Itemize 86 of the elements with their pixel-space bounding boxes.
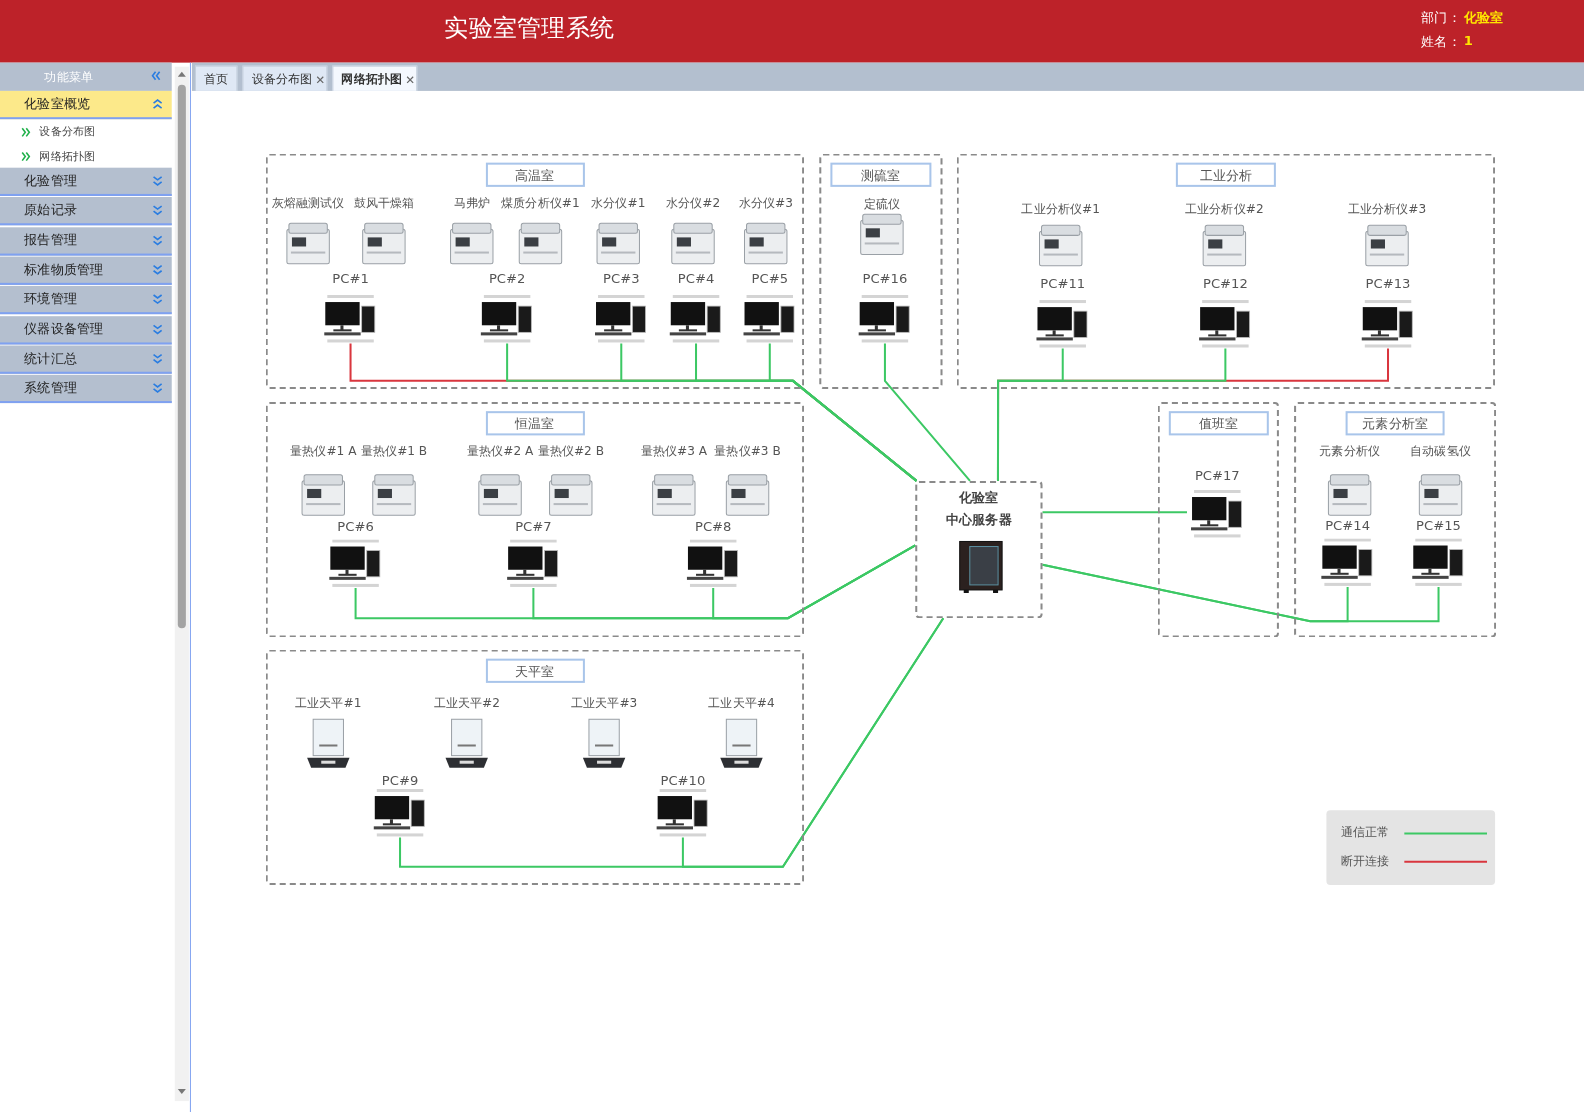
room-panel (265, 402, 805, 638)
device-label: 水分仪#3 (737, 195, 794, 212)
menu-item: 报告管理 (0, 226, 172, 256)
menu-item: 化验室概览 (0, 90, 172, 120)
app-title: 实验室管理系统 (444, 13, 615, 45)
connection-line (1042, 563, 1440, 623)
connection-line (996, 348, 1227, 481)
room-panel (265, 153, 805, 389)
device-label: 水分仪#2 (664, 195, 722, 212)
room-title: 高温室 (485, 162, 585, 187)
room-panel (1294, 402, 1497, 638)
connection-line (681, 617, 945, 868)
device-label: 工业分析仪#2 (1184, 201, 1265, 218)
device-label: PC#1 (331, 270, 370, 287)
room-panel (956, 153, 1496, 389)
device-label: 马弗炉 (452, 195, 491, 212)
room-title: 值班室 (1168, 411, 1269, 436)
sidebar-title: 功能菜单 (44, 68, 93, 86)
device-label: PC#5 (750, 270, 789, 287)
menu-item: 环境管理 (0, 286, 172, 315)
device-label: 量热仪#3 A (639, 442, 708, 459)
field-label: 姓名： (1421, 33, 1461, 52)
device-label: 鼓风干燥箱 (352, 195, 416, 212)
legend-label: 断开连接 (1340, 852, 1390, 870)
menu-item: 统计汇总 (0, 345, 172, 374)
device-label: PC#17 (1193, 467, 1241, 484)
device-label: 工业天平#3 (569, 695, 639, 712)
device-label: PC#12 (1201, 275, 1249, 292)
device-label: 工业天平#4 (707, 695, 776, 712)
device-label: 灰熔融测试仪 (271, 195, 345, 212)
menu-item: 系统管理 (0, 374, 172, 404)
device-label: PC#15 (1415, 518, 1462, 535)
menu-item: 化验管理 (0, 167, 172, 196)
connection-line (1042, 511, 1187, 514)
field-label: 部门： (1421, 9, 1461, 28)
device-label: 煤质分析仪#1 (500, 195, 581, 212)
device-label: 水分仪#1 (590, 195, 647, 212)
connection-line (712, 544, 916, 620)
device-label: 工业分析仪#3 (1346, 201, 1428, 218)
server-label: 化验室 (958, 488, 1000, 508)
menu-item: 标准物质管理 (0, 256, 172, 285)
field-value: 1 (1463, 33, 1473, 49)
menu-link: 设备分布图 (20, 124, 142, 141)
device-label: 自动碳氢仪 (1409, 442, 1472, 459)
device-label: PC#7 (514, 519, 553, 536)
room-panel (819, 153, 943, 389)
device-label: 元素分析仪 (1318, 442, 1381, 459)
menu-item: 仪器设备管理 (0, 315, 172, 344)
menu-link: 网络拓扑图 (20, 148, 142, 165)
device-label: PC#14 (1324, 518, 1371, 535)
device-label: 量热仪#3 B (713, 442, 782, 459)
device-label: PC#4 (676, 270, 716, 287)
device-label: 量热仪#1 A (289, 442, 358, 459)
device-label: 量热仪#1 B (359, 442, 429, 459)
device-label: 工业天平#2 (432, 695, 501, 712)
connection-line (768, 343, 918, 482)
room-panel (1157, 402, 1279, 638)
device-label: PC#2 (487, 270, 527, 287)
device-label: 定硫仪 (862, 196, 902, 213)
device-label: 工业分析仪#1 (1020, 201, 1101, 218)
tab: 网络拓扑图 (332, 65, 418, 91)
legend-label: 通信正常 (1340, 824, 1390, 842)
menu-item: 原始记录 (0, 197, 172, 226)
room-panel (265, 649, 805, 885)
tab: 设备分布图 (242, 65, 328, 91)
device-label: 量热仪#2 A (465, 442, 535, 459)
device-label: 量热仪#2 B (536, 442, 605, 459)
tab: 首页 (194, 65, 238, 91)
device-label: PC#9 (380, 772, 420, 789)
device-label: PC#11 (1039, 275, 1087, 292)
device-label: PC#6 (336, 519, 375, 536)
device-label: PC#13 (1364, 275, 1412, 292)
field-value: 化验室 (1463, 9, 1504, 28)
room-title: 工业分析 (1175, 162, 1276, 187)
server-panel (915, 480, 1043, 619)
room-title: 测硫室 (830, 162, 932, 187)
room-title: 恒温室 (485, 411, 585, 436)
connection-line (883, 343, 971, 482)
room-title: 天平室 (485, 658, 585, 683)
server-label: 中心服务器 (945, 511, 1013, 530)
device-label: PC#3 (602, 270, 641, 287)
device-label: PC#10 (659, 772, 707, 789)
room-title: 元素分析室 (1345, 411, 1445, 436)
device-label: PC#8 (693, 519, 733, 536)
device-label: PC#16 (861, 270, 909, 287)
device-label: 工业天平#1 (294, 695, 363, 712)
